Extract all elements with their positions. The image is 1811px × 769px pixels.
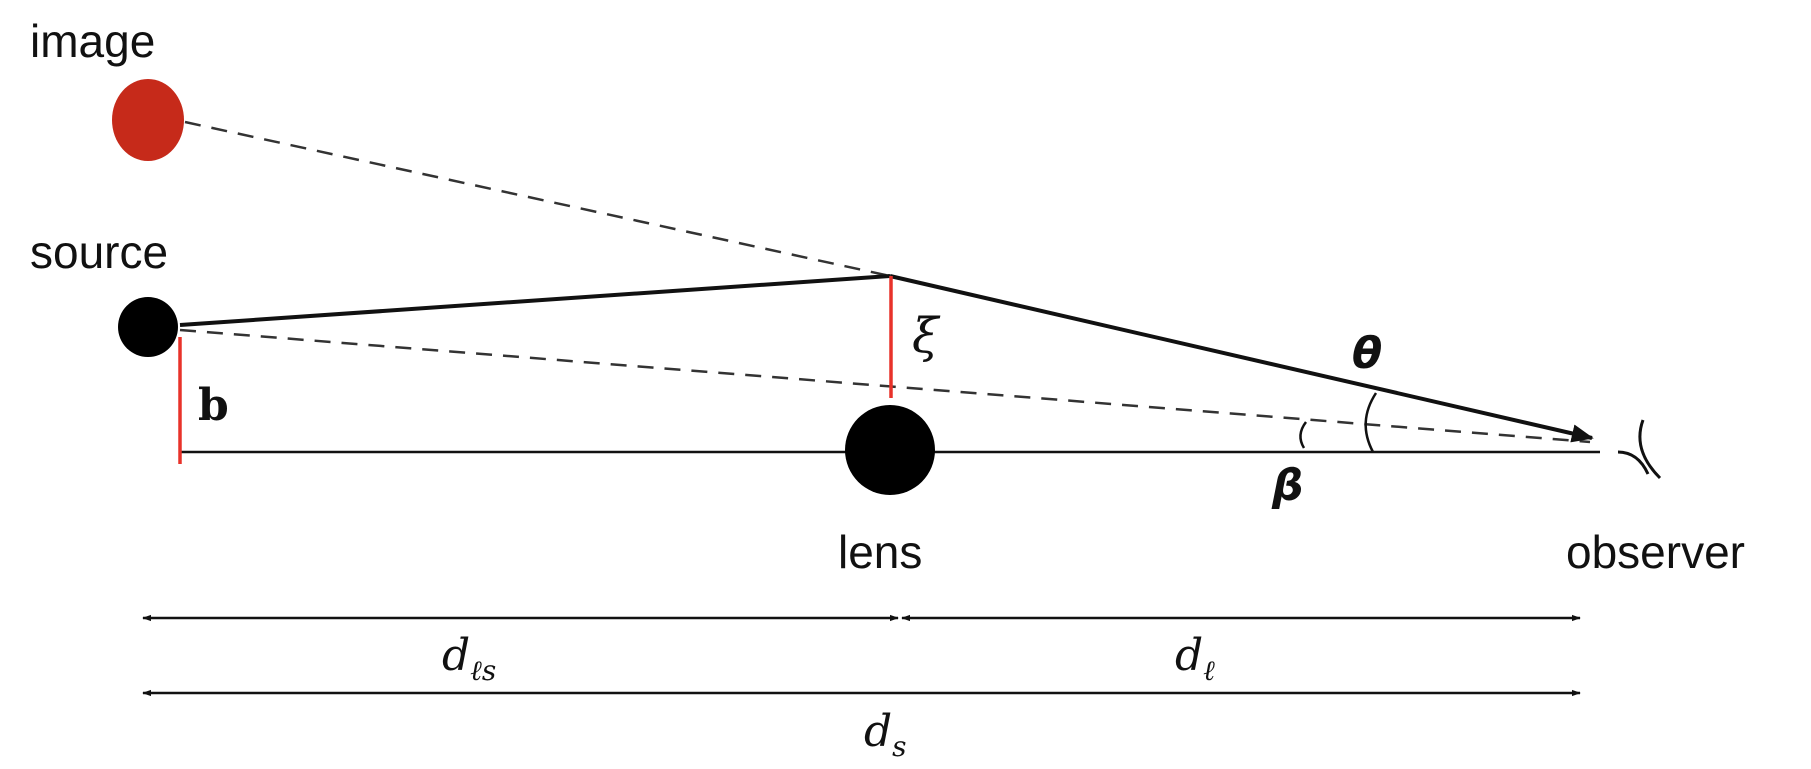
source-dot — [118, 297, 178, 357]
ray-source-to-lens — [179, 274, 891, 327]
d-l-sub: ℓ — [1203, 654, 1215, 687]
d-ls-main: d — [442, 630, 470, 681]
lens-label: lens — [838, 526, 922, 578]
beta-arc — [1299, 421, 1308, 449]
d-s-sub: s — [892, 730, 906, 763]
beta-symbol: β — [1271, 460, 1304, 511]
observer-label: observer — [1566, 526, 1745, 578]
theta-symbol: θ — [1352, 328, 1382, 379]
d-l-label: dℓ — [1175, 630, 1215, 687]
theta-arc — [1364, 392, 1378, 453]
ray-lens-to-observer — [889, 274, 1594, 443]
image-label: image — [30, 15, 155, 67]
lens-dot — [845, 405, 935, 495]
image-dot — [112, 79, 184, 161]
d-ls-sub: ℓs — [470, 654, 496, 687]
d-s-label: ds — [864, 706, 907, 763]
b-symbol: b — [198, 380, 229, 431]
d-s-main: d — [864, 706, 892, 757]
source-observer-dashed — [179, 328, 1591, 444]
observer-eye-icon — [1617, 419, 1662, 480]
source-label: source — [30, 226, 168, 278]
d-ls-label: dℓs — [442, 630, 496, 687]
image-ray-dashed — [184, 120, 891, 278]
xi-symbol: ξ — [912, 308, 941, 364]
d-l-main: d — [1175, 630, 1203, 681]
